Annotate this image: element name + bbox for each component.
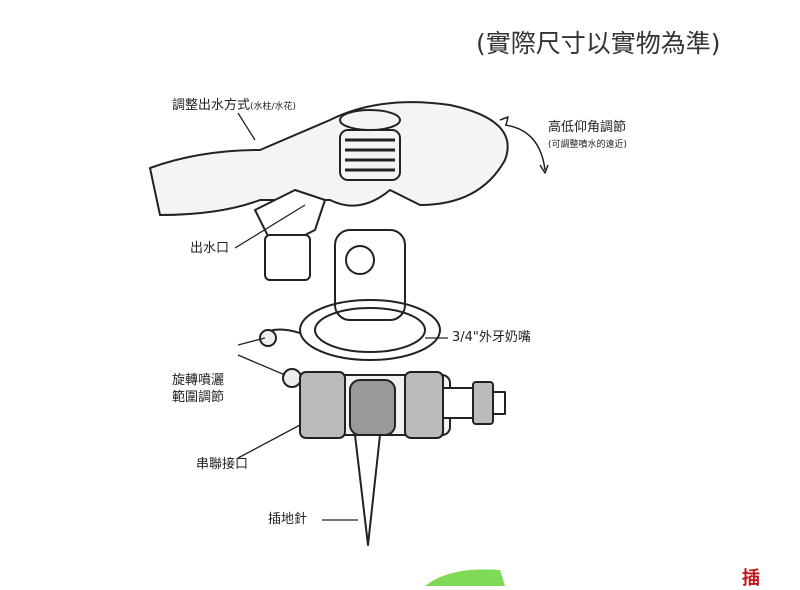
label-subtext: (水柱/水花) xyxy=(250,102,297,112)
sprinkler-arm xyxy=(149,101,509,216)
label-angle-sub: (可調整噴水的遠近) xyxy=(548,140,628,150)
label-thread: 3/4"外牙奶嘴 xyxy=(452,330,531,345)
label-range-1: 旋轉噴灑 xyxy=(172,373,225,388)
label-text: 調整出水方式 xyxy=(172,98,251,113)
corner-text: 插 xyxy=(742,568,760,589)
label-angle: 高低仰角調節 xyxy=(548,120,627,135)
label-serial: 串聯接口 xyxy=(196,457,249,472)
label-spike: 插地針 xyxy=(268,512,308,527)
label-outlet: 出水口 xyxy=(190,241,230,256)
size-disclaimer: (實際尺寸以實物為準) xyxy=(476,29,721,58)
label-range-2: 範圍調節 xyxy=(172,390,225,405)
label-adjust-mode: 調整出水方式(水柱/水花) xyxy=(172,98,296,115)
green-product-edge xyxy=(425,569,505,586)
